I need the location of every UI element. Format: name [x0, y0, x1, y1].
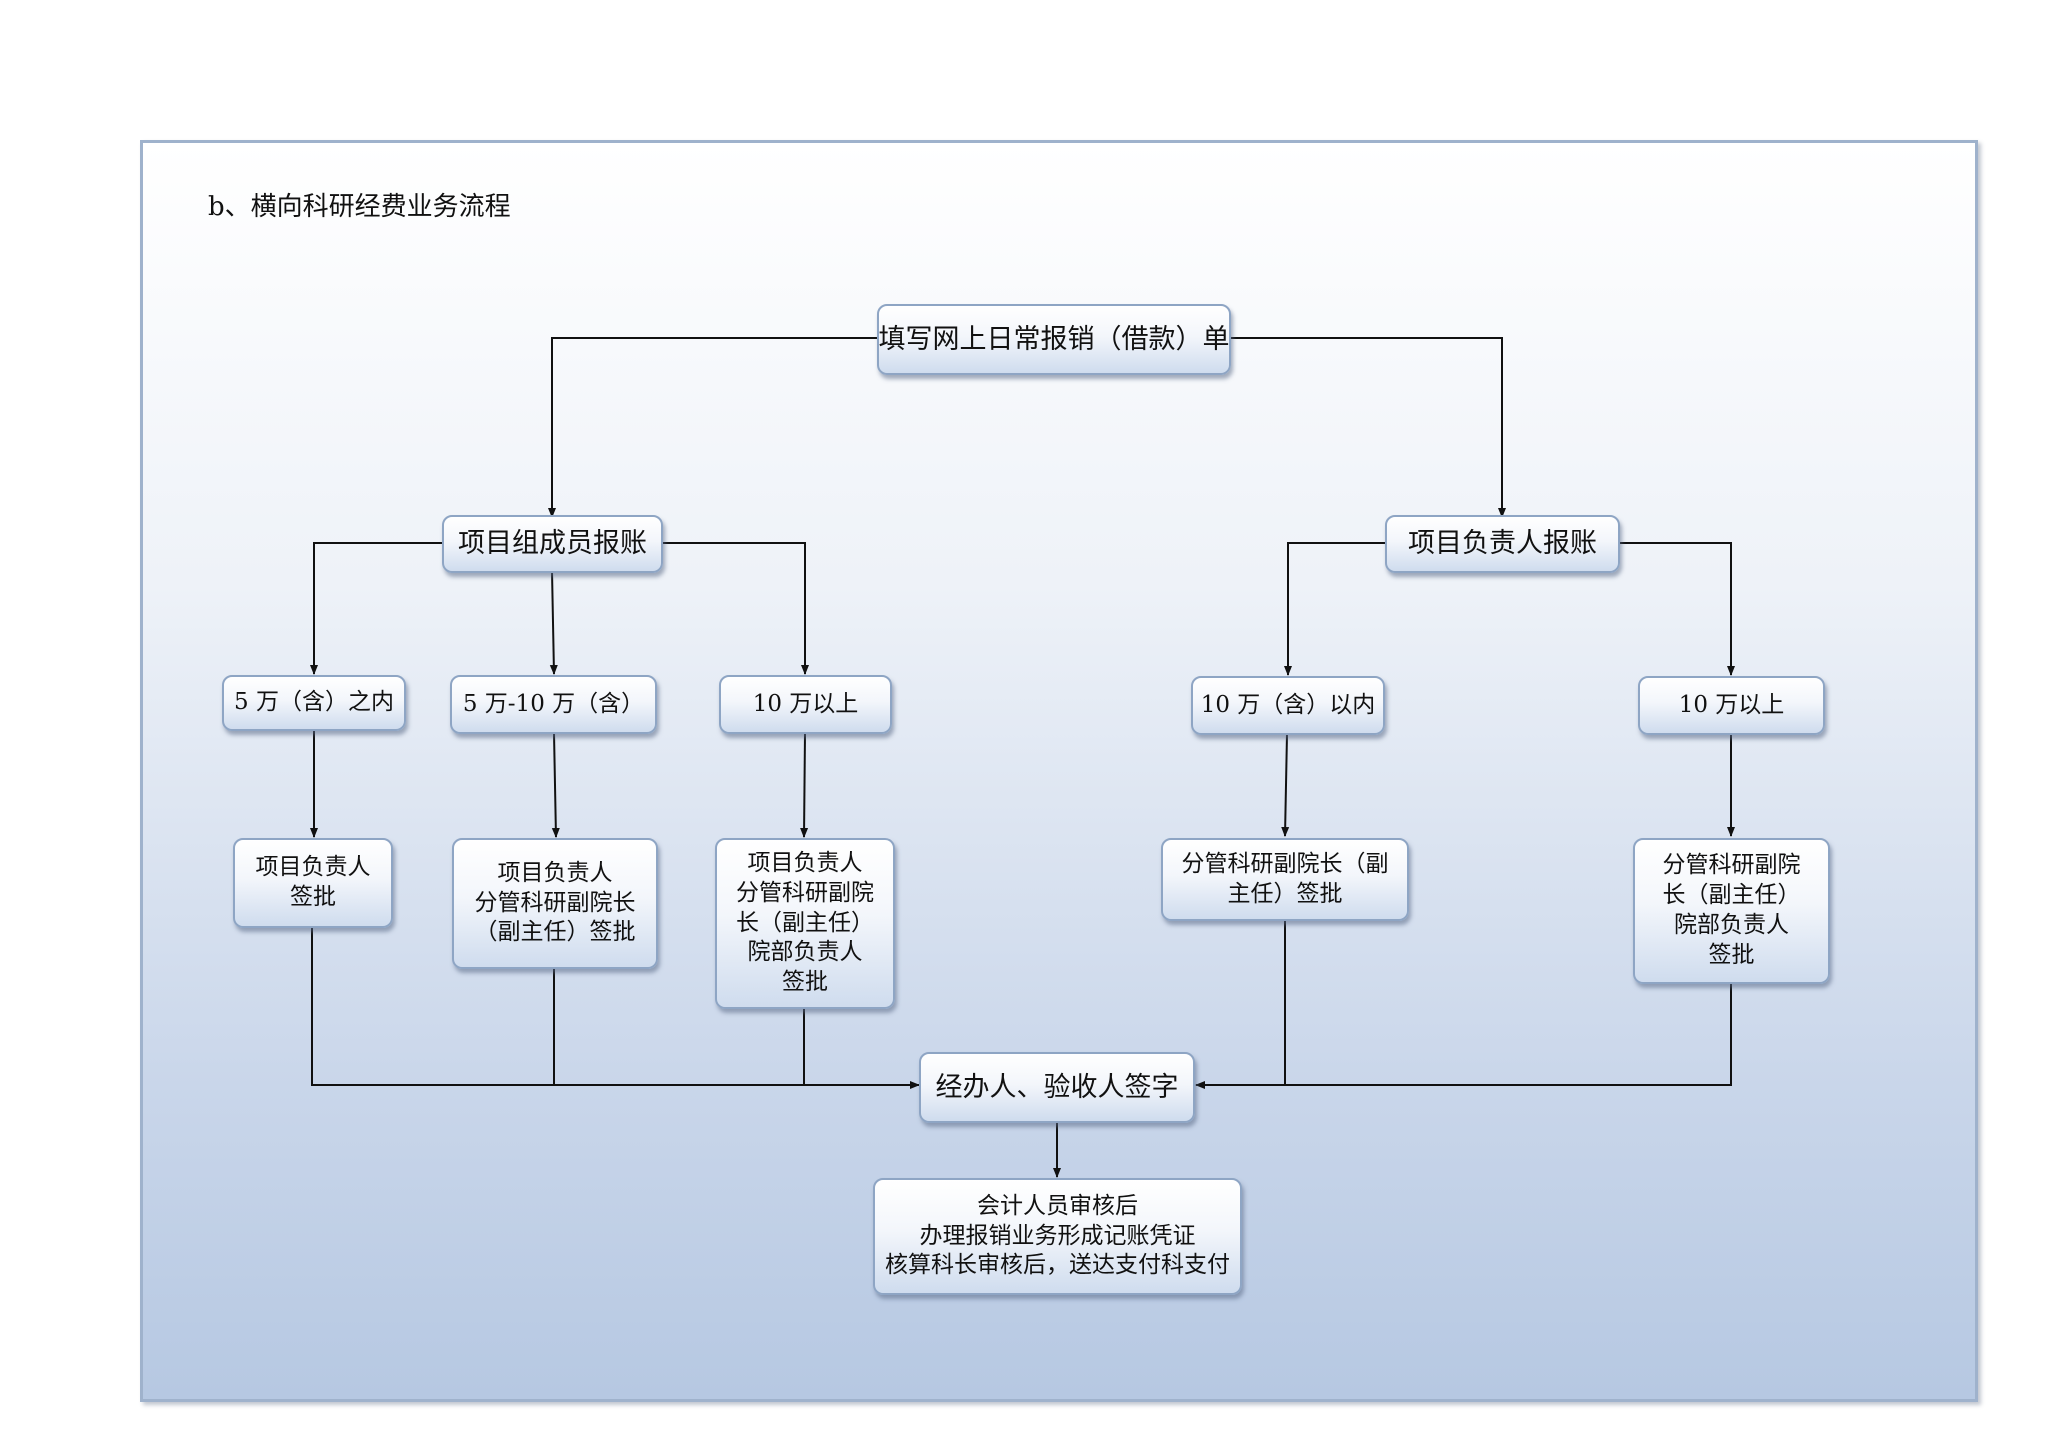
edge-m-t2-to-m-s2 [551, 732, 560, 838]
node-handler-signature: 经办人、验收人签字 [919, 1052, 1195, 1123]
node-text-line: 会计人员审核后 [977, 1192, 1138, 1219]
node-text-line: 院部负责人 [1674, 912, 1789, 938]
node-text-line: 签批 [1708, 941, 1755, 968]
node-signoff-leader-vice-president: 项目负责人分管科研副院长 （副主任）签批 [452, 838, 658, 969]
node-signoff-leader-vp-director: 项目负责人分管科研副院长（副主任） 院部负责人签批 [715, 838, 895, 1009]
node-text-line: 项目负责人报账 [1408, 528, 1597, 560]
edge-l-t1-to-l-s1 [1281, 733, 1290, 837]
node-threshold-50k-100k: 5 万-10 万（含） [450, 675, 657, 734]
node-text-line: 项目负责人 [255, 854, 371, 881]
node-text-line: 签批 [290, 884, 336, 910]
node-text-line: 办理报销业务形成记账凭证 [919, 1222, 1196, 1249]
node-signoff-vp-director: 分管科研副院长（副主任） 院部负责人签批 [1633, 838, 1830, 984]
edge-leader-to-l-t1 [1284, 542, 1386, 676]
edge-start-to-member [548, 337, 880, 518]
node-signoff-project-leader: 项目负责人签批 [233, 838, 393, 928]
diagram-title: b、横向科研经费业务流程 [208, 192, 511, 222]
node-text-line: 核算科长审核后，送达支付科支付 [885, 1252, 1230, 1279]
node-text-line: 院部负责人 [747, 939, 863, 966]
node-text-line: 分管科研副院 [736, 879, 874, 906]
edge-member-to-m-t2 [549, 570, 558, 675]
node-text-line: 10 万以上 [752, 690, 859, 717]
node-text-line: 项目组成员报账 [458, 528, 647, 560]
node-text-line: 分管科研副院 [1662, 852, 1801, 879]
node-fill-reimbursement-form: 填写网上日常报销（借款）单 [877, 304, 1231, 375]
node-text-line: 主任）签批 [1227, 880, 1343, 907]
node-text-line: 10 万（含）以内 [1200, 691, 1376, 718]
node-text-line: 填写网上日常报销（借款）单 [878, 323, 1230, 355]
node-threshold-over-100k-member: 10 万以上 [719, 675, 892, 734]
node-text-line: 5 万-10 万（含） [462, 690, 645, 717]
node-text-line: 项目负责人 [497, 859, 613, 886]
node-threshold-under-100k-leader: 10 万（含）以内 [1191, 676, 1385, 735]
node-text-line: 项目负责人 [747, 849, 863, 876]
node-text-line: 分管科研副院长 [474, 889, 636, 916]
edge-member-to-m-t1 [310, 542, 442, 675]
node-member-reimbursement: 项目组成员报账 [442, 515, 663, 573]
edge-start-to-leader [1231, 337, 1506, 518]
node-leader-reimbursement: 项目负责人报账 [1385, 515, 1620, 573]
node-signoff-vice-president: 分管科研副院长（副主任）签批 [1161, 838, 1409, 921]
node-text-line: 10 万以上 [1678, 691, 1785, 718]
edge-left-signoffs-to-handler [311, 926, 920, 1089]
node-threshold-under-50k: 5 万（含）之内 [222, 675, 406, 731]
node-text-line: 长（副主任） [1662, 882, 1801, 909]
node-text-line: 签批 [782, 969, 828, 996]
node-accounting-review-payment: 会计人员审核后办理报销业务形成记账凭证核算科长审核后，送达支付科支付 [873, 1178, 1242, 1295]
node-text-line: 长（副主任） [736, 909, 874, 936]
edge-leader-to-l-t2 [1619, 542, 1735, 676]
edge-right-signoffs-to-handler [1195, 983, 1732, 1089]
node-text-line: 分管科研副院长（副 [1181, 850, 1389, 877]
edge-m-t3-to-m-s3 [800, 732, 809, 838]
node-threshold-over-100k-leader: 10 万以上 [1638, 676, 1825, 735]
edge-member-to-m-t3 [663, 542, 809, 675]
node-text-line: （副主任）签批 [474, 919, 636, 946]
node-text-line: 5 万（含）之内 [234, 689, 394, 716]
node-text-line: 经办人、验收人签字 [935, 1071, 1179, 1103]
